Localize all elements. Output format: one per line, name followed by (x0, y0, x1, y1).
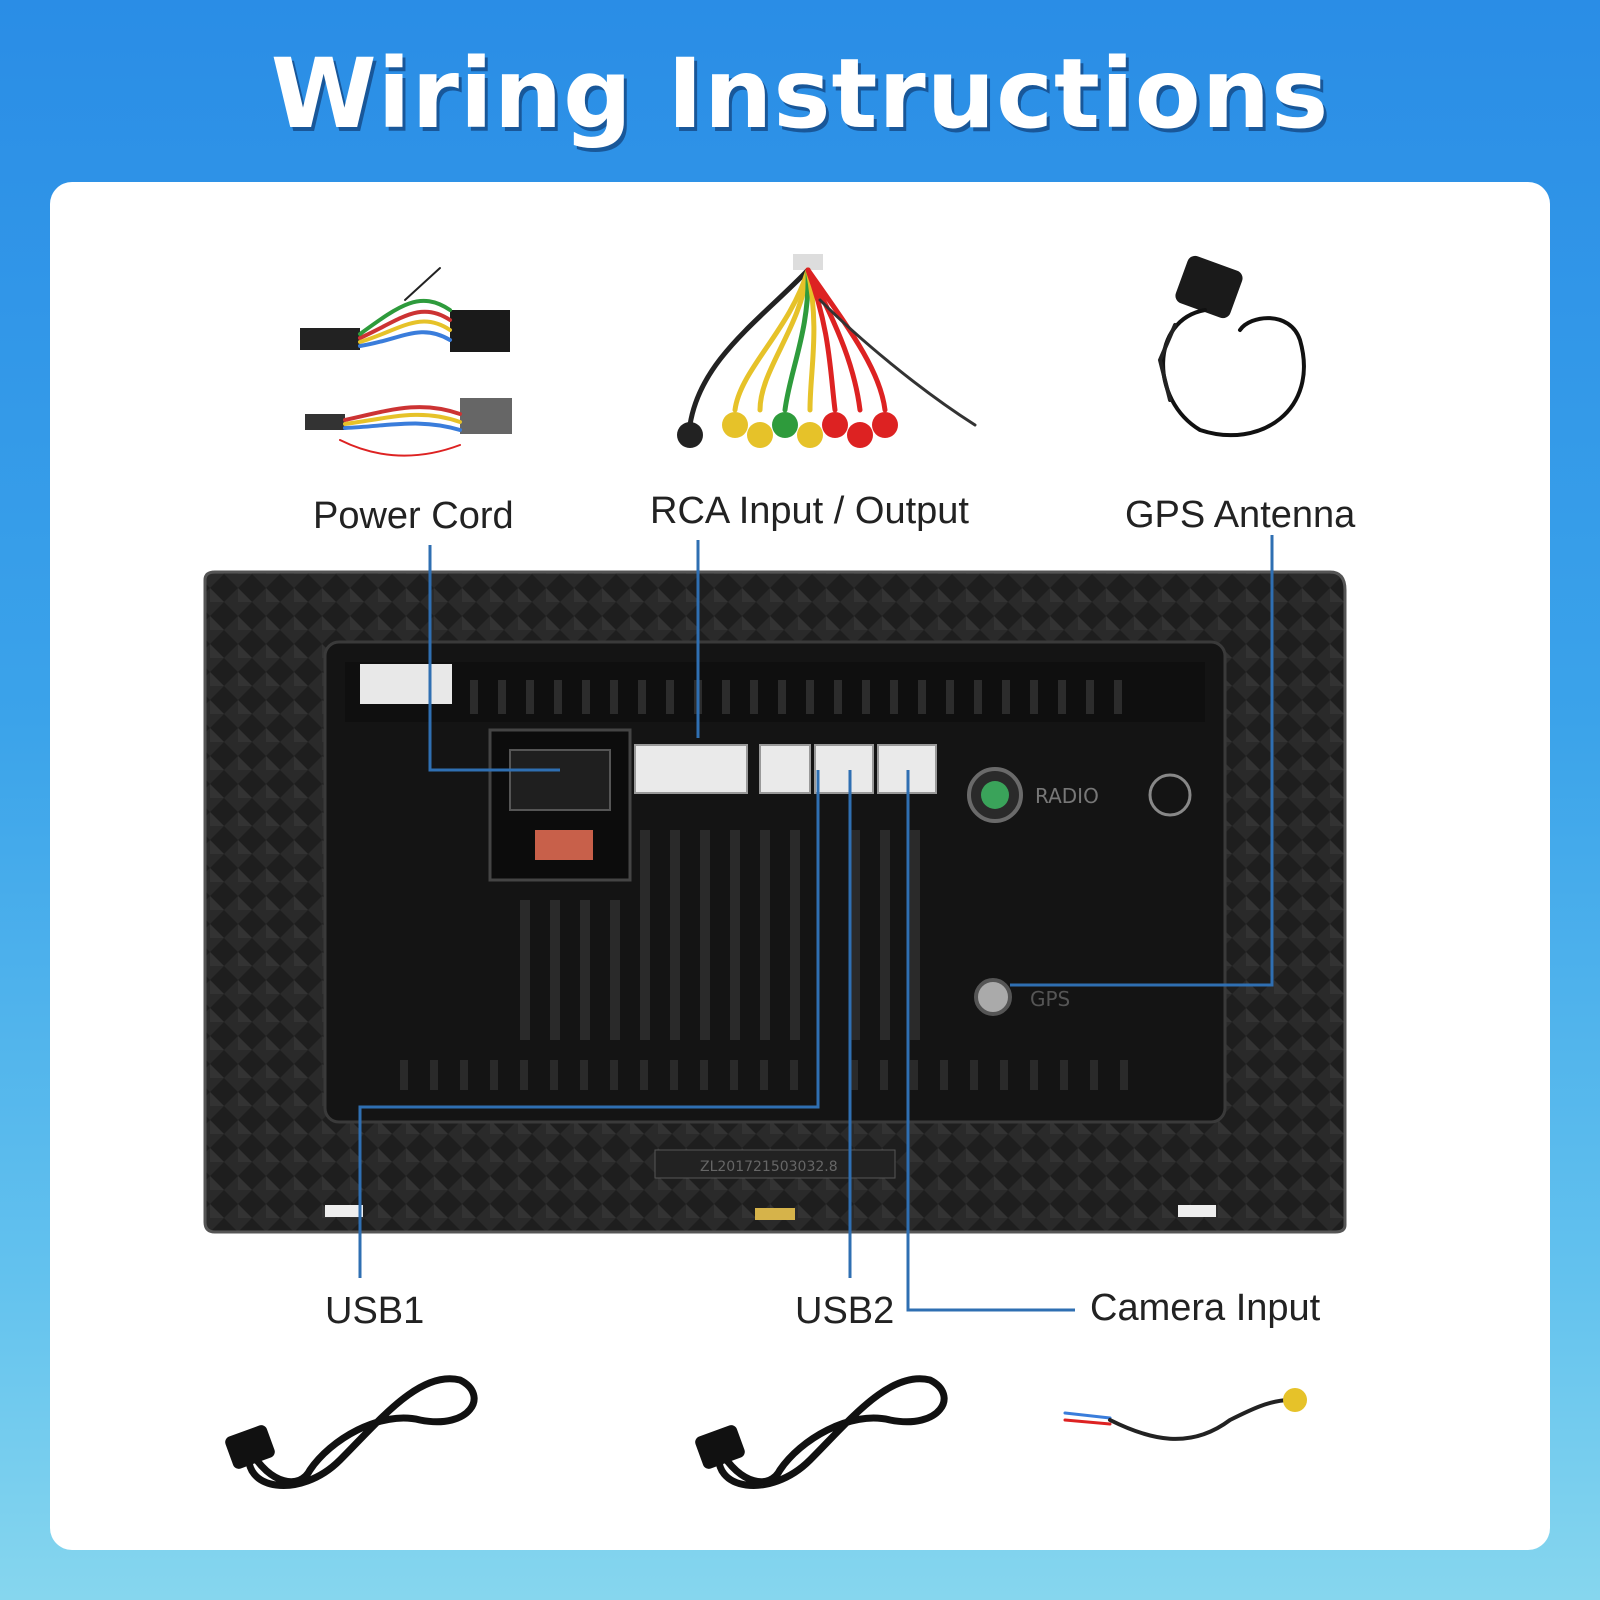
usb1-leader (358, 770, 820, 1278)
usb2-socket (814, 744, 874, 794)
rca-socket (634, 744, 748, 794)
gps-socket (974, 978, 1012, 1016)
power-cord-harness-icon (300, 267, 512, 457)
power-cord-leader (428, 545, 560, 772)
usb2-label: USB2 (795, 1290, 895, 1332)
label-sticker (360, 664, 452, 704)
gps-antenna-label: GPS Antenna (1125, 494, 1356, 536)
serial-marking: ZL201721503032.8 (700, 1159, 838, 1175)
camera-leader (906, 770, 1075, 1312)
lower-vents (400, 830, 1128, 1090)
gps-leader (1010, 535, 1274, 987)
usb1-label: USB1 (325, 1290, 425, 1332)
serial-plate (654, 1149, 896, 1179)
radio-marking: RADIO (1035, 784, 1099, 808)
camera-input-label: Camera Input (1090, 1287, 1321, 1329)
rca-label: RCA Input / Output (650, 490, 969, 532)
gps-marking: GPS (1030, 987, 1070, 1011)
power-cord-label: Power Cord (313, 495, 514, 537)
usb2-cable-icon (695, 1375, 948, 1489)
rca-cable-icon (677, 254, 977, 448)
fuse (535, 830, 593, 860)
usb1-socket (759, 744, 811, 794)
gps-antenna-icon (1157, 255, 1306, 438)
page-title: Wiring Instructions (270, 38, 1330, 150)
ce-mark (1148, 773, 1192, 817)
leader-lines (358, 535, 1274, 1312)
camera-cable-icon (1063, 1388, 1307, 1441)
usb1-cable-icon (225, 1375, 478, 1489)
